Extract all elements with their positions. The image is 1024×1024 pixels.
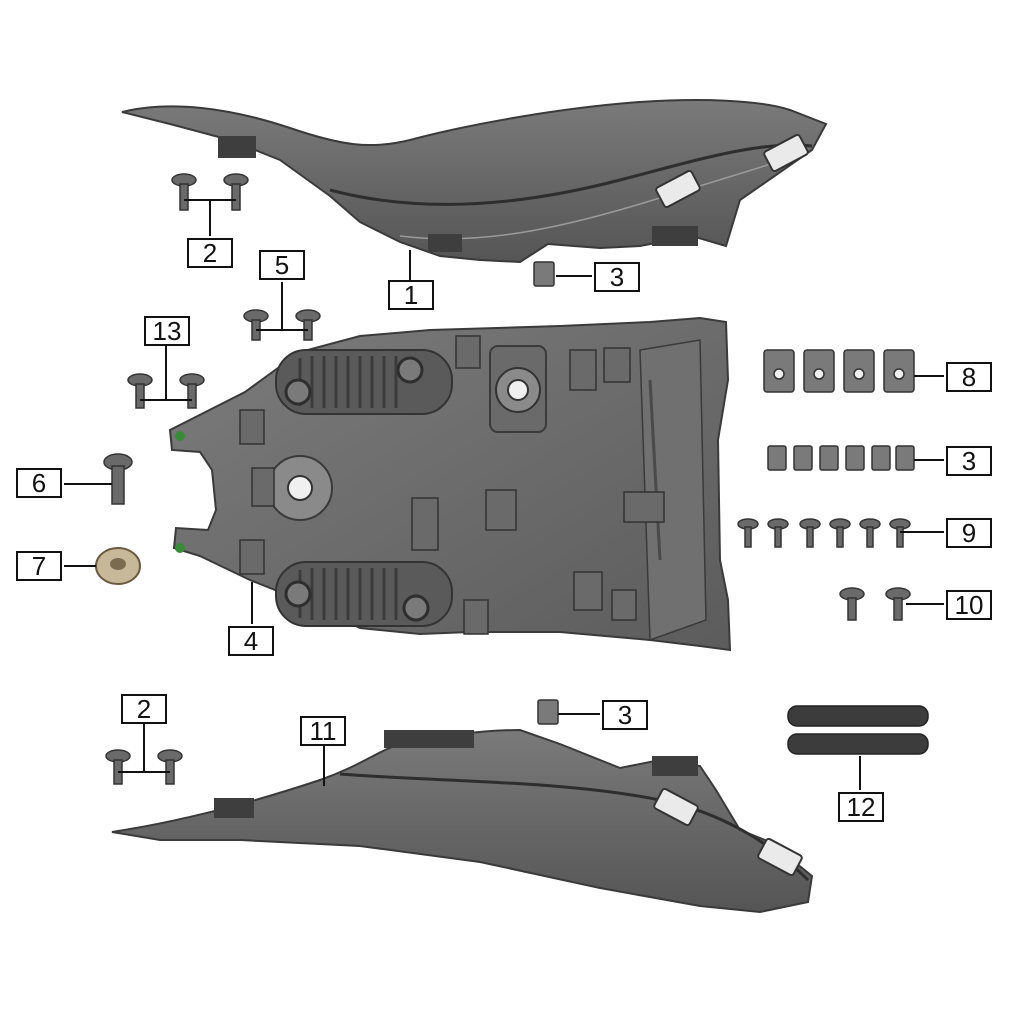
callout-8: 8 [946, 362, 992, 392]
callout-12: 12 [838, 792, 884, 822]
washer-icon [95, 547, 141, 585]
clip-nut-icon [763, 349, 915, 393]
callout-5: 5 [259, 250, 305, 280]
callout-2-upper: 2 [187, 238, 233, 268]
callout-1: 1 [388, 280, 434, 310]
callout-13: 13 [144, 316, 190, 346]
seat-base [168, 316, 732, 652]
callout-3-upper: 3 [594, 262, 640, 292]
callout-3-small: 3 [946, 446, 992, 476]
slot-icon [653, 787, 803, 877]
callout-9: 9 [946, 518, 992, 548]
callout-6: 6 [16, 468, 62, 498]
callout-10: 10 [946, 590, 992, 620]
rubber-strips [787, 705, 929, 755]
leader-lines [64, 199, 944, 790]
callout-11: 11 [300, 716, 346, 746]
grip-rail-icon [275, 349, 453, 415]
callout-3-lower: 3 [602, 700, 648, 730]
small-clip-icon [533, 261, 915, 725]
grip-rail-icon [275, 561, 453, 627]
slot-icon [655, 133, 809, 209]
upper-seat-cover [121, 99, 828, 264]
callout-4: 4 [228, 626, 274, 656]
callout-7: 7 [16, 551, 62, 581]
lower-seat-cover [111, 728, 814, 914]
callout-2-lower: 2 [121, 694, 167, 724]
